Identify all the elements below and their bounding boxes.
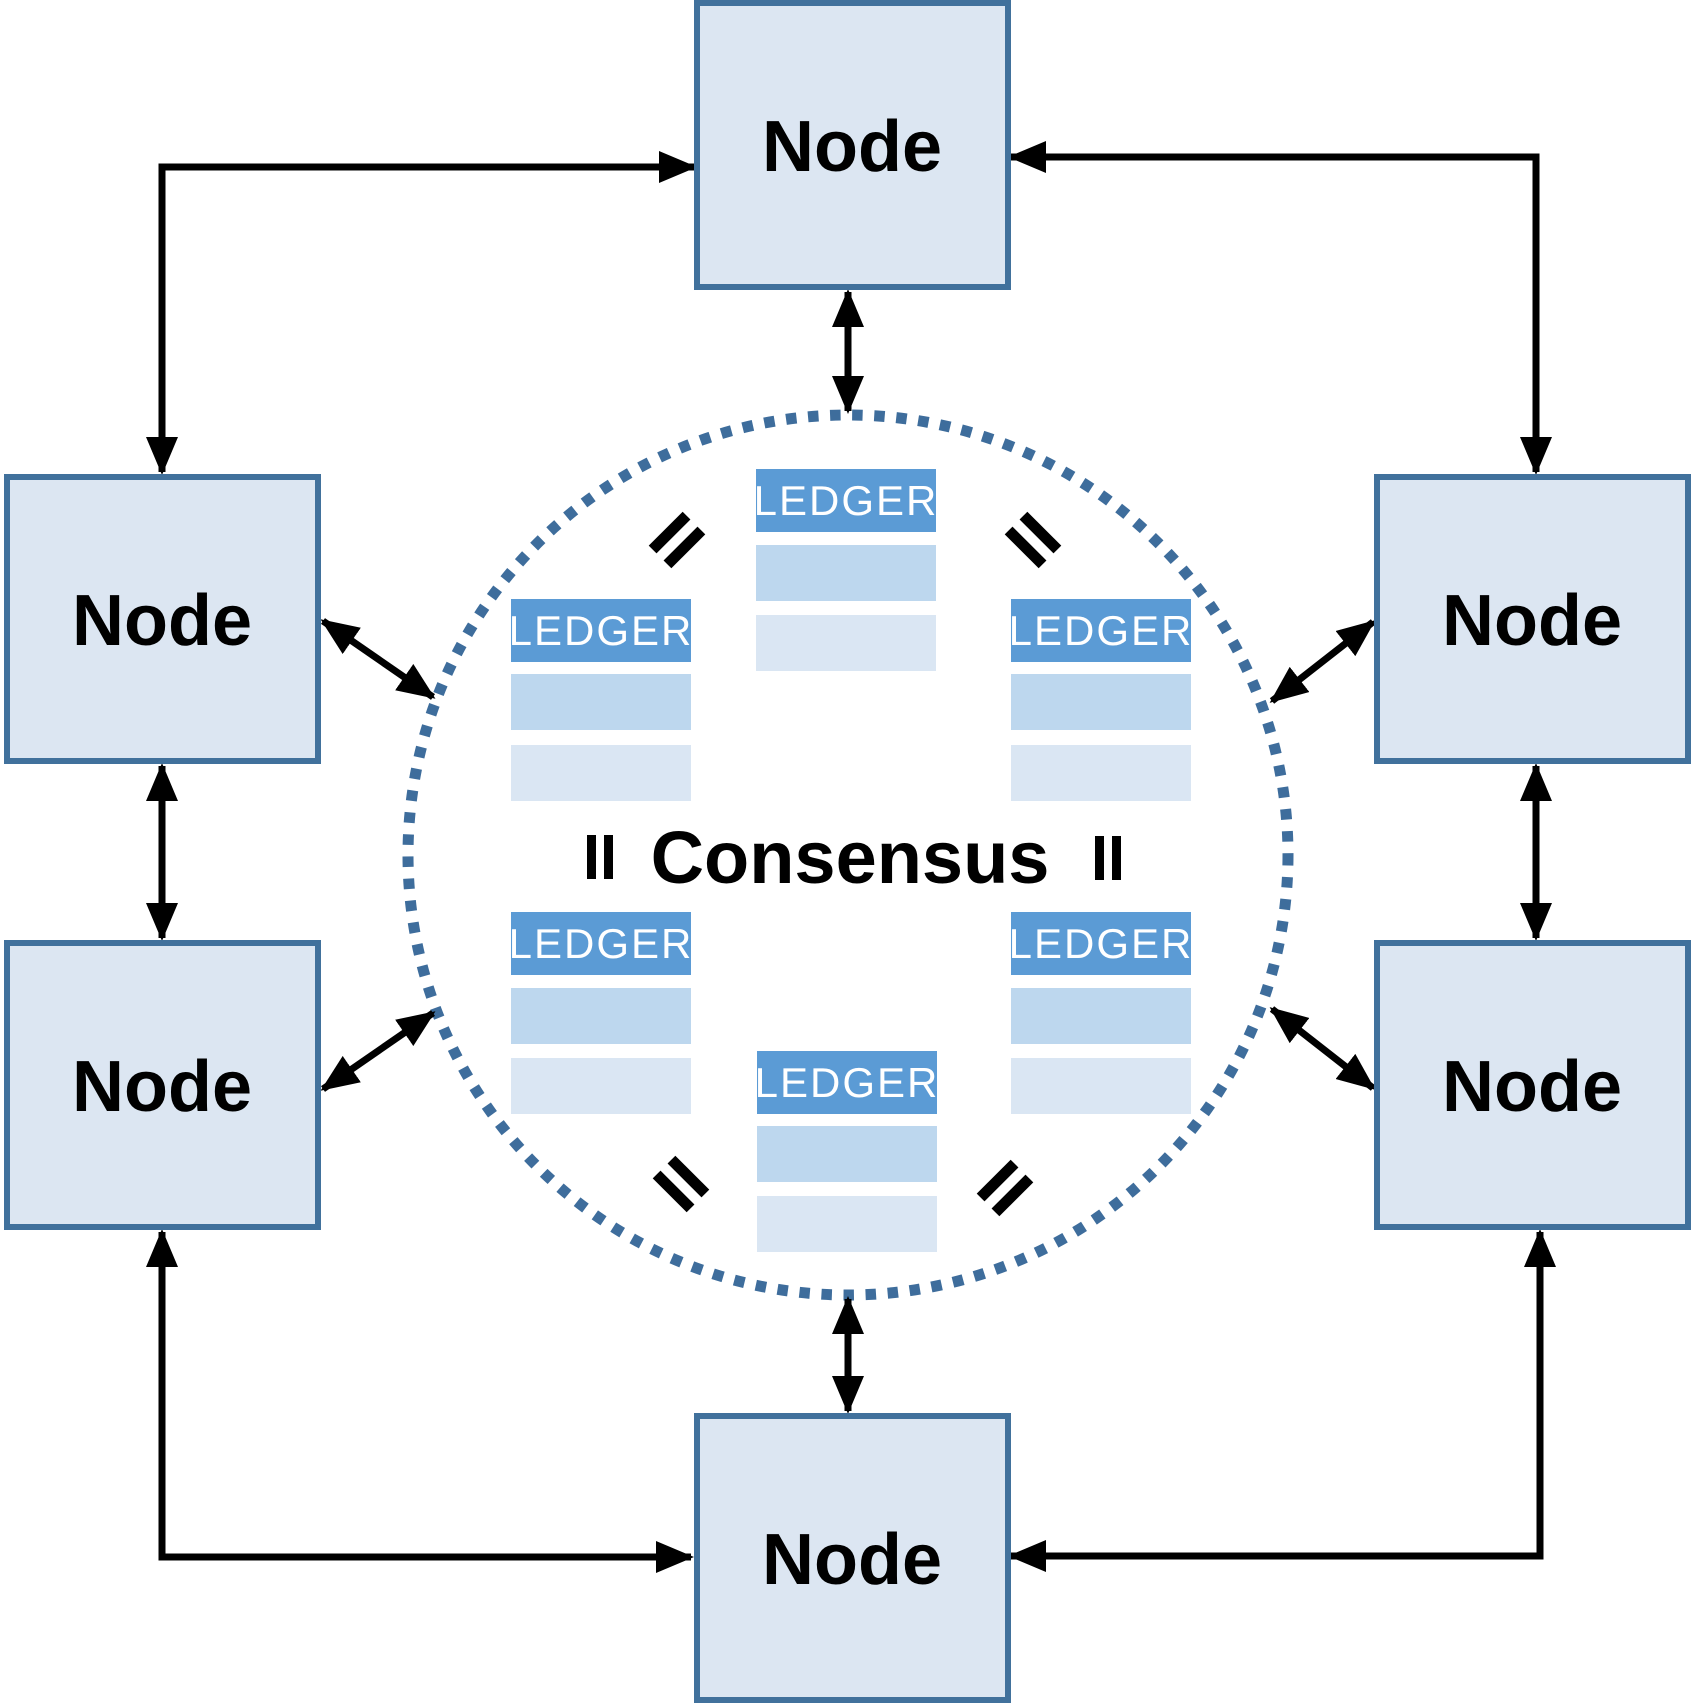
ledger-upper-left: LEDGER xyxy=(509,599,694,801)
equals-bar xyxy=(1112,836,1121,880)
arrow-left-lower-node-to-circle xyxy=(320,1010,436,1092)
arrow-left-upper-node-to-circle xyxy=(320,618,436,700)
ledger-lower-right-label: LEDGER xyxy=(1009,920,1194,967)
node-bottom-label: Node xyxy=(762,1520,942,1600)
ledger-upper-right: LEDGER xyxy=(1009,599,1194,801)
node-left-upper-box xyxy=(4,474,321,764)
ledger-upper-left-header xyxy=(511,599,691,662)
equals-bar xyxy=(667,1155,710,1198)
ledger-upper-right-label: LEDGER xyxy=(1009,607,1194,654)
ledger-bottom-center-row1 xyxy=(757,1126,937,1182)
node-left-lower-box xyxy=(4,940,321,1230)
ledger-lower-right-row1 xyxy=(1011,988,1191,1044)
equals-bar xyxy=(991,1174,1034,1217)
arrow-top-left-corner xyxy=(146,151,697,475)
node-right-upper-box xyxy=(1374,474,1691,764)
arrow-top-right-corner xyxy=(1008,141,1552,475)
arrow-bottom-right-corner xyxy=(1008,1229,1556,1572)
ledger-upper-left-label: LEDGER xyxy=(509,607,694,654)
ledger-bottom-center-row2 xyxy=(757,1196,937,1252)
ledger-upper-left-row1 xyxy=(511,674,691,730)
node-left-lower: Node xyxy=(4,940,321,1230)
ledger-lower-left-row1 xyxy=(511,988,691,1044)
arrow-right-lower-node-to-circle xyxy=(1269,1006,1376,1091)
ledger-lower-left-label: LEDGER xyxy=(509,920,694,967)
ledger-lower-right-header xyxy=(1011,912,1191,975)
node-right-upper: Node xyxy=(1374,474,1691,764)
equals-icon-mid-left xyxy=(587,835,613,879)
equals-bar xyxy=(1019,511,1062,554)
equals-icon-mid-right xyxy=(1095,836,1121,880)
equals-bar xyxy=(604,835,613,879)
equals-bar xyxy=(587,835,596,879)
ledger-top-center-row2 xyxy=(756,615,936,671)
ledger-top-center-label: LEDGER xyxy=(754,477,939,524)
ledger-bottom-center-header xyxy=(757,1051,937,1114)
node-top-box xyxy=(694,0,1011,290)
node-right-lower-label: Node xyxy=(1442,1047,1622,1127)
node-bottom-box xyxy=(694,1413,1011,1703)
equals-icon-lower-right xyxy=(976,1159,1034,1217)
ledger-upper-left-row2 xyxy=(511,745,691,801)
ledger-lower-right: LEDGER xyxy=(1009,912,1194,1114)
node-right-lower-box xyxy=(1374,940,1691,1230)
node-left-upper: Node xyxy=(4,474,321,764)
equals-bar xyxy=(1004,526,1047,569)
equals-bar xyxy=(648,511,691,554)
arrow-bottom-left-corner xyxy=(146,1229,694,1573)
node-left-lower-label: Node xyxy=(72,1047,252,1127)
ledger-lower-left-row2 xyxy=(511,1058,691,1114)
ledger-top-center-row1 xyxy=(756,545,936,601)
equals-bar xyxy=(663,526,706,569)
node-right-upper-label: Node xyxy=(1442,581,1622,661)
arrow-right-upper-node-to-circle xyxy=(1269,619,1376,704)
ledger-upper-right-row1 xyxy=(1011,674,1191,730)
node-bottom: Node xyxy=(694,1413,1011,1703)
ledger-top-center: LEDGER xyxy=(754,469,939,671)
ledger-lower-right-row2 xyxy=(1011,1058,1191,1114)
node-top: Node xyxy=(694,0,1011,290)
equals-icon-lower-left xyxy=(652,1155,710,1213)
node-left-upper-label: Node xyxy=(72,581,252,661)
ledger-upper-right-header xyxy=(1011,599,1191,662)
ledger-lower-left-header xyxy=(511,912,691,975)
ledger-top-center-header xyxy=(756,469,936,532)
ledger-lower-left: LEDGER xyxy=(509,912,694,1114)
equals-icon-upper-left xyxy=(648,511,706,569)
node-right-lower: Node xyxy=(1374,940,1691,1230)
node-top-label: Node xyxy=(762,107,942,187)
equals-bar xyxy=(976,1159,1019,1202)
consensus-circle-boundary xyxy=(402,409,1294,1301)
ledger-bottom-center: LEDGER xyxy=(755,1051,940,1252)
ledger-upper-right-row2 xyxy=(1011,745,1191,801)
equals-bar xyxy=(1095,836,1104,880)
equals-bar xyxy=(652,1170,695,1213)
ledger-bottom-center-label: LEDGER xyxy=(755,1059,940,1106)
consensus-title: Consensus xyxy=(651,816,1050,899)
equals-icon-upper-right xyxy=(1004,511,1062,569)
